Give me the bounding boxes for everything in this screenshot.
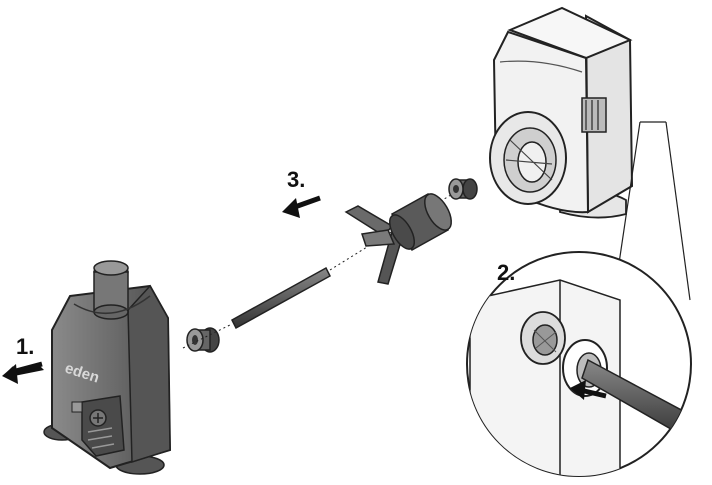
shaft-bearing-left [186,327,220,353]
impeller-shaft [182,266,331,349]
arrow-step-3 [282,195,321,218]
step-1-label: 1. [16,334,35,359]
impeller [329,187,463,285]
arrow-step-2 [570,380,607,400]
step-2-label: 2. [497,260,516,285]
detail-zoom-circle [466,251,692,477]
small-pump: eden [43,260,172,475]
step-3-label: 3. [287,167,306,192]
arrow-step-1 [2,361,44,384]
pump-housing [489,6,691,301]
shaft-bearing-right [448,178,478,200]
